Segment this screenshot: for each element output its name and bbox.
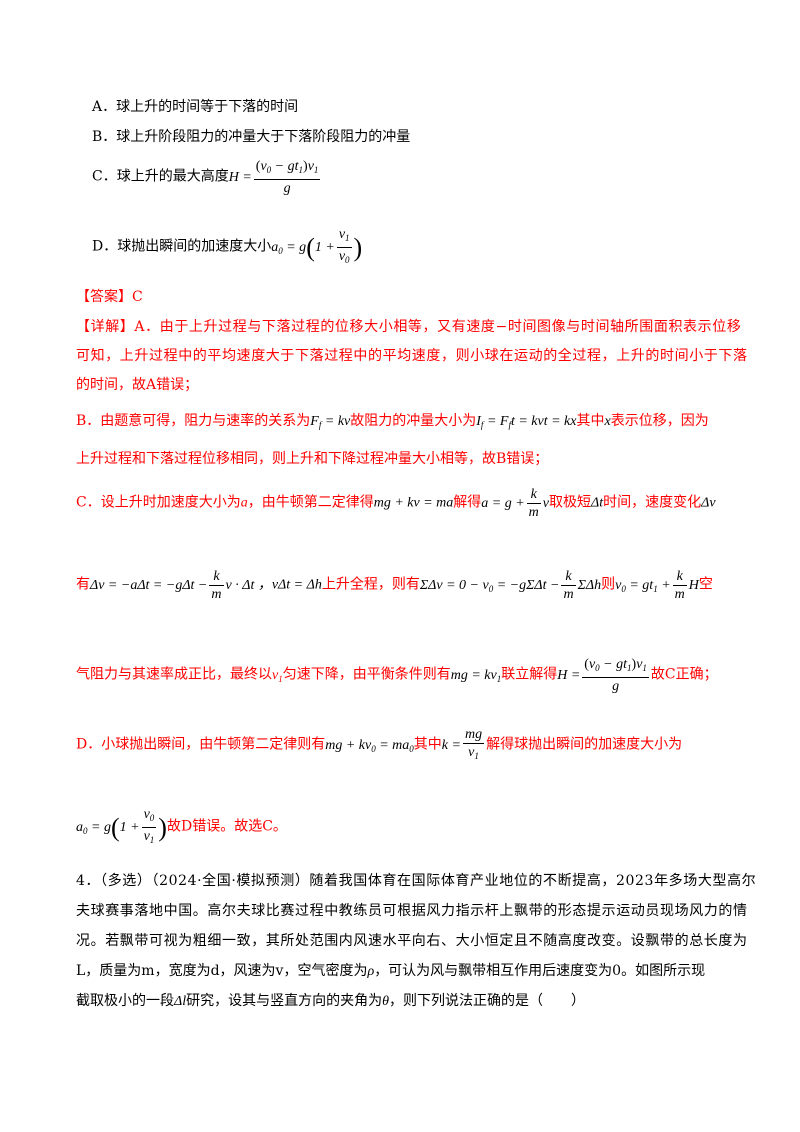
question4-line4: L，质量为m，宽度为d，风速为v，空气密度为ρ，可认为风与飘带相互作用后速度变为… <box>76 960 705 980</box>
question4-text4b: ，可认为风与飘带相互作用后速度变为0。如图所示现 <box>374 963 706 979</box>
option-c-text: C．球上升的最大高度 <box>92 168 229 185</box>
detail-tag: 【详解】 <box>76 319 135 335</box>
formula-dt: Δt <box>591 495 604 511</box>
option-a: A．球上升的时间等于下落的时间 <box>92 99 299 115</box>
detail-c-text8: 则 <box>601 576 616 593</box>
detail-c-line3: 气阻力与其速率成正比，最终以v1匀速下降，由平衡条件则有mg = kv1联立解得… <box>76 656 718 695</box>
detail-c-text9: 空 <box>698 576 713 593</box>
detail-b-text4: 表示位移，因为 <box>610 413 709 429</box>
symbol-rho: ρ <box>367 964 375 979</box>
formula-drag: Ff = kv <box>310 414 351 430</box>
formula-vdt: ，vΔt = Δh <box>254 577 322 593</box>
detail-d-text4: 故D错误。故选C。 <box>166 818 287 835</box>
formula-dv: Δv <box>701 495 716 511</box>
detail-c-text7: 上升全程，则有 <box>321 576 420 593</box>
detail-d-text3: 解得球抛出瞬间的加速度大小为 <box>486 736 683 753</box>
symbol-a: a <box>240 495 248 511</box>
formula-newton: mg + kv = ma <box>373 495 454 511</box>
option-b: B．球上升阶段阻力的冲量大于下落阶段阻力的冲量 <box>92 129 411 145</box>
detail-d-text2: 其中 <box>413 736 442 753</box>
question4-text5b: 研究，设其与竖直方向的夹角为 <box>186 993 383 1009</box>
detail-a-line2: 可知，上升过程中的平均速度大于下落过程中的平均速度，则小球在运动的全过程，上升的… <box>76 348 748 364</box>
detail-b-text1: B．由题意可得，阻力与速率的关系为 <box>76 413 311 429</box>
question4-line5: 截取极小的一段Δl研究，设其与竖直方向的夹角为θ，则下列说法正确的是（ ） <box>76 990 585 1010</box>
question4-text4a: L，质量为m，宽度为d，风速为v，空气密度为 <box>76 963 368 979</box>
detail-c-text2: ，由牛顿第二定律得 <box>247 494 374 511</box>
detail-c-text1: C．设上升时加速度大小为 <box>76 494 241 511</box>
symbol-theta: θ <box>382 994 389 1009</box>
symbol-dl: Δl <box>174 994 187 1009</box>
detail-c-text4: 取极短 <box>549 494 592 511</box>
detail-c-text11: 匀速下降，由平衡条件则有 <box>282 666 451 683</box>
detail-c-text13: 故C正确； <box>650 666 718 683</box>
symbol-v1: v1 <box>272 667 283 684</box>
detail-c-text10: 气阻力与其速率成正比，最终以 <box>76 666 272 683</box>
formula-impulse: If = Fft = kvt = kx <box>476 414 577 430</box>
detail-a-text1: A．由于上升过程与下落过程的位移大小相等，又有速度−时间图像与时间轴所围面积表示… <box>134 319 742 335</box>
detail-a-line1: 【详解】A．由于上升过程与下落过程的位移大小相等，又有速度−时间图像与时间轴所围… <box>76 316 741 336</box>
question4-line2: 夫球赛事落地中国。高尔夫球比赛过程中教练员可根据风力指示杆上飘带的形态提示运动员… <box>76 903 748 919</box>
question4-line3: 况。若飘带可视为粗细一致，其所处范围内风速水平向右、大小恒定且不随高度改变。设飘… <box>76 933 748 949</box>
formula-newton-d: mg + kv0 = ma0 <box>325 737 414 754</box>
detail-c-text3: 解得 <box>453 494 482 511</box>
option-d-text: D．球抛出瞬间的加速度大小 <box>92 238 272 255</box>
question4-line1: 4．（多选）（2024·全国·模拟预测）随着我国体育在国际体育产业地位的不断提高… <box>76 873 757 889</box>
question4-text5a: 截取极小的一段 <box>76 993 174 1009</box>
formula-balance: mg = kv1 <box>450 667 502 684</box>
detail-c-text5: 时间，速度变化 <box>603 494 702 511</box>
detail-b-text3: 其中 <box>576 413 605 429</box>
detail-b-line2: 上升过程和下落过程位移相同，则上升和下降过程冲量大小相等，故B错误； <box>76 451 549 467</box>
detail-c-text6: 有 <box>76 576 90 593</box>
detail-c-text12: 联立解得 <box>501 666 558 683</box>
detail-a-line3: 的时间，故A错误； <box>76 377 199 393</box>
detail-b-line1: B．由题意可得，阻力与速率的关系为Ff = kv故阻力的冲量大小为If = Ff… <box>76 410 709 430</box>
detail-b-text2: 故阻力的冲量大小为 <box>350 413 477 429</box>
question4-text5c: ，则下列说法正确的是（ ） <box>389 993 585 1009</box>
answer-label: 【答案】C <box>76 289 143 305</box>
detail-d-text1: D．小球抛出瞬间，由牛顿第二定律则有 <box>76 736 326 753</box>
formula-x: x <box>604 414 611 429</box>
detail-c-line1: C．设上升时加速度大小为a，由牛顿第二定律得mg + kv = ma解得a = … <box>76 486 716 521</box>
